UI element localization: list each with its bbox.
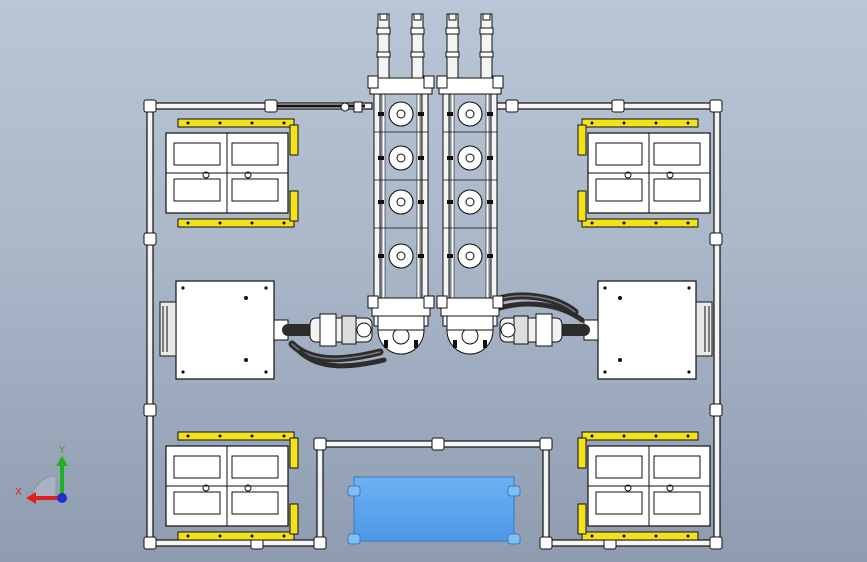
z-axis-dot bbox=[57, 493, 67, 503]
y-axis-label: Y bbox=[58, 445, 66, 456]
fixture-bottom-right[interactable] bbox=[577, 431, 711, 541]
motor-left[interactable] bbox=[159, 280, 289, 380]
rail-top-right bbox=[496, 102, 718, 110]
fixture-top-left[interactable] bbox=[165, 118, 299, 228]
axis-triad: X Y bbox=[15, 445, 68, 504]
x-axis-arrow bbox=[26, 492, 36, 504]
fixture-group bbox=[165, 118, 711, 541]
blue-panel[interactable] bbox=[347, 476, 521, 545]
x-axis-label: X bbox=[15, 487, 22, 498]
rail-right bbox=[713, 105, 721, 544]
rail-left bbox=[146, 105, 154, 544]
rail-bay-right bbox=[542, 443, 550, 544]
motor-right[interactable] bbox=[583, 280, 713, 380]
rail-bottom-left bbox=[149, 539, 323, 547]
hose-left bbox=[282, 313, 387, 369]
left-gripper-column[interactable] bbox=[367, 13, 435, 355]
gripper-columns bbox=[367, 13, 504, 355]
y-axis-arrow bbox=[56, 456, 68, 466]
hose-right bbox=[492, 292, 590, 347]
fixture-bottom-left[interactable] bbox=[165, 431, 299, 541]
right-gripper-column[interactable] bbox=[436, 13, 504, 355]
rail-bay-left bbox=[316, 443, 324, 544]
fixture-top-right[interactable] bbox=[577, 118, 711, 228]
rail-bottom-right bbox=[544, 539, 718, 547]
